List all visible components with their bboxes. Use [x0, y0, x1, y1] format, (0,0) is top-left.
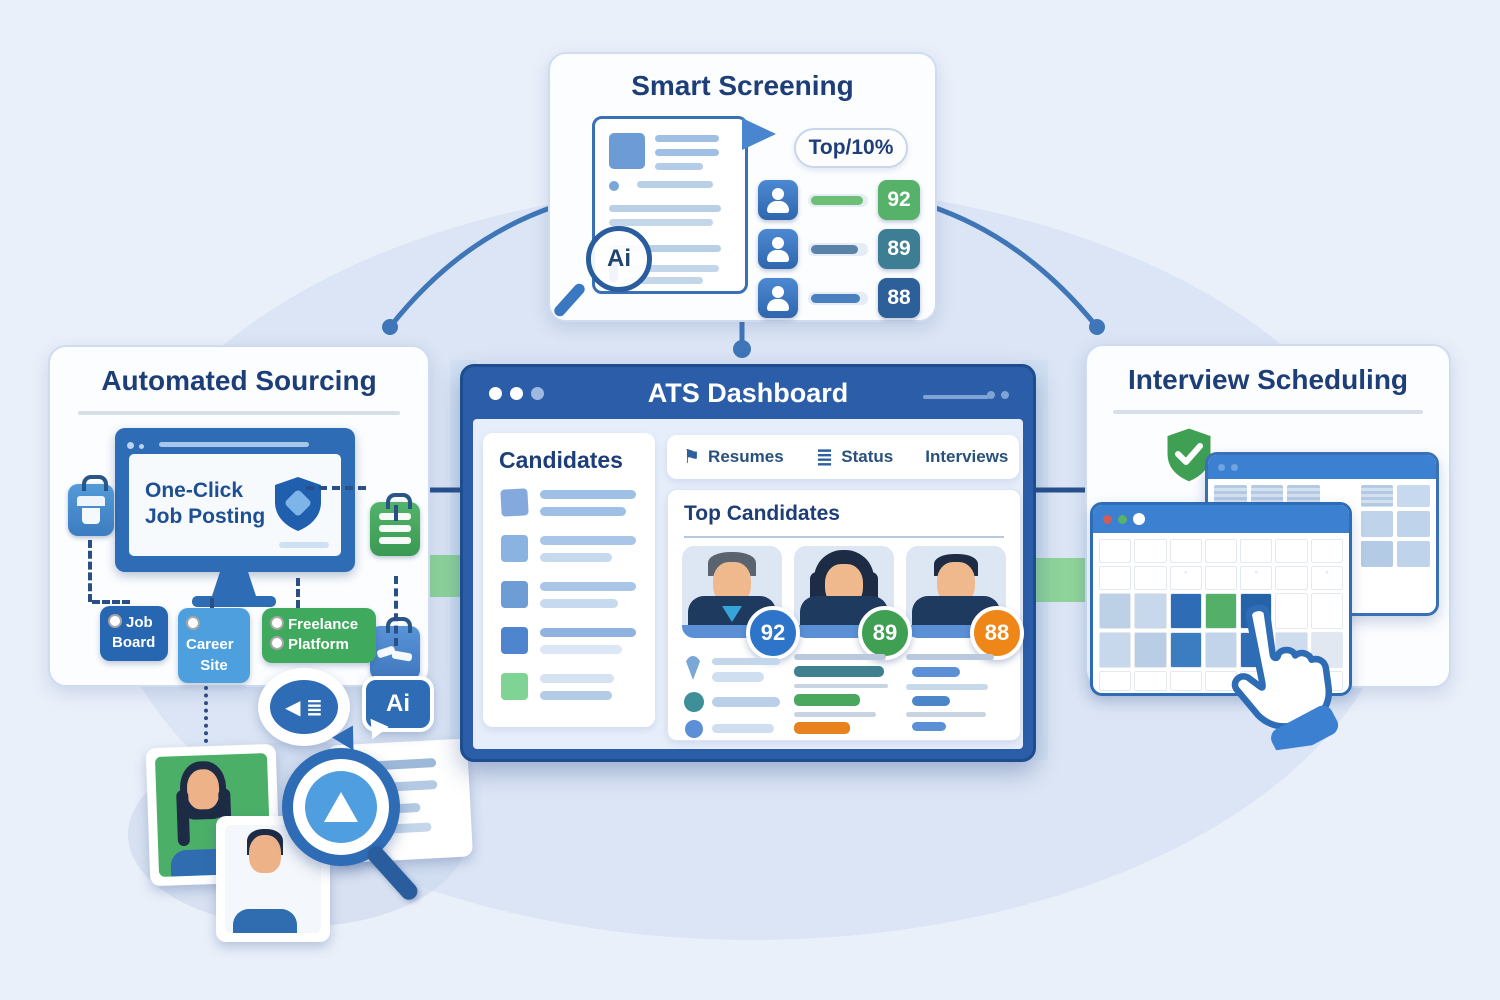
bookmark-flag-icon: ⚑	[683, 446, 701, 468]
magnifier-handle	[552, 281, 587, 319]
available-day[interactable]	[1204, 593, 1238, 629]
browser-chrome	[127, 436, 343, 449]
monitor-screen: One-Click Job Posting	[129, 454, 341, 556]
left-green-connector-block	[428, 555, 464, 597]
ats-titlebar: ATS Dashboard	[463, 367, 1033, 419]
tag-freelance-platform[interactable]: Freelance Platform	[262, 608, 376, 663]
score-bar	[811, 244, 858, 254]
selected-day[interactable]	[1169, 632, 1202, 668]
close-dot	[1103, 514, 1112, 524]
location-pin-icon	[684, 656, 702, 680]
person-icon	[758, 278, 798, 318]
candidate-list-item[interactable]	[483, 664, 655, 710]
score-badge: 88	[878, 278, 920, 318]
candidate-list-item[interactable]	[483, 526, 655, 572]
window-dots	[489, 387, 552, 405]
list-icon: ≣	[815, 445, 834, 469]
ats-body: Candidates	[473, 419, 1024, 749]
candidate-list-item[interactable]	[483, 618, 655, 664]
maximize-dot	[1133, 513, 1145, 525]
automated-sourcing-title: Automated Sourcing	[101, 365, 377, 396]
candidates-sidebar: Candidates	[483, 433, 655, 727]
tab-interviews[interactable]: Interviews	[925, 447, 1009, 466]
top-candidates-header: Top Candidates	[684, 502, 840, 525]
job-bag-icon	[68, 475, 114, 536]
tab-resumes[interactable]: ⚑ Resumes	[683, 446, 784, 468]
score-bar	[811, 195, 863, 205]
score-badge-2: 89	[858, 606, 912, 660]
candidate-list-item[interactable]	[483, 480, 655, 526]
score-badge: 92	[878, 180, 920, 220]
candidate-list-item[interactable]	[483, 572, 655, 618]
score-badge: 89	[878, 229, 920, 269]
interview-scheduling-title: Interview Scheduling	[1127, 364, 1409, 395]
bookmark-triangle-icon	[742, 118, 776, 150]
monitor-base	[192, 596, 276, 607]
smart-screening-panel: Smart Screening Ai Top/10%	[548, 52, 937, 322]
speech-bubble: ◀ ≣	[258, 668, 350, 746]
ai-magnifier-icon: Ai	[586, 226, 652, 292]
ai-bubble: Ai	[362, 676, 434, 732]
person-icon	[758, 229, 798, 269]
top-candidates-card: Top Candidates	[667, 489, 1024, 741]
top-10-badge: Top/10%	[794, 128, 908, 168]
score-badge-1: 92	[746, 606, 800, 660]
back-calendar-grid	[1208, 479, 1436, 573]
score-row[interactable]: 88	[758, 278, 920, 318]
score-row[interactable]: 92	[758, 180, 920, 220]
tag-job-board[interactable]: Job Board	[100, 606, 168, 661]
selected-day[interactable]	[1169, 593, 1202, 629]
resume-photo-icon	[609, 133, 645, 169]
ats-title: ATS Dashboard	[647, 377, 849, 408]
candidate-photo-man	[216, 816, 330, 942]
monitor: One-Click Job Posting	[115, 428, 355, 572]
score-bar	[811, 293, 861, 303]
ats-tabs: ⚑ Resumes ≣ Status Interviews	[667, 435, 1019, 479]
minimize-dot	[1118, 514, 1127, 524]
ai-magnifier-label: Ai	[607, 245, 631, 272]
shield-icon	[275, 477, 321, 531]
calendar-window-front: ◦◦◦	[1090, 502, 1352, 696]
sound-list-icon: ◀ ≣	[270, 680, 338, 734]
monitor-stand	[212, 572, 256, 596]
smart-screening-title: Smart Screening	[631, 70, 854, 101]
score-badge-3: 88	[970, 606, 1024, 660]
person-icon	[758, 180, 798, 220]
tag-career-site[interactable]: Career Site	[178, 608, 250, 683]
tab-status[interactable]: ≣ Status	[815, 445, 894, 469]
hand-cursor-icon	[1231, 604, 1339, 758]
ats-dashboard-window: ATS Dashboard Candidates	[460, 364, 1036, 762]
score-row[interactable]: 89	[758, 229, 920, 269]
candidates-header: Candidates	[499, 447, 623, 473]
one-click-text: One-Click Job Posting	[145, 479, 266, 529]
